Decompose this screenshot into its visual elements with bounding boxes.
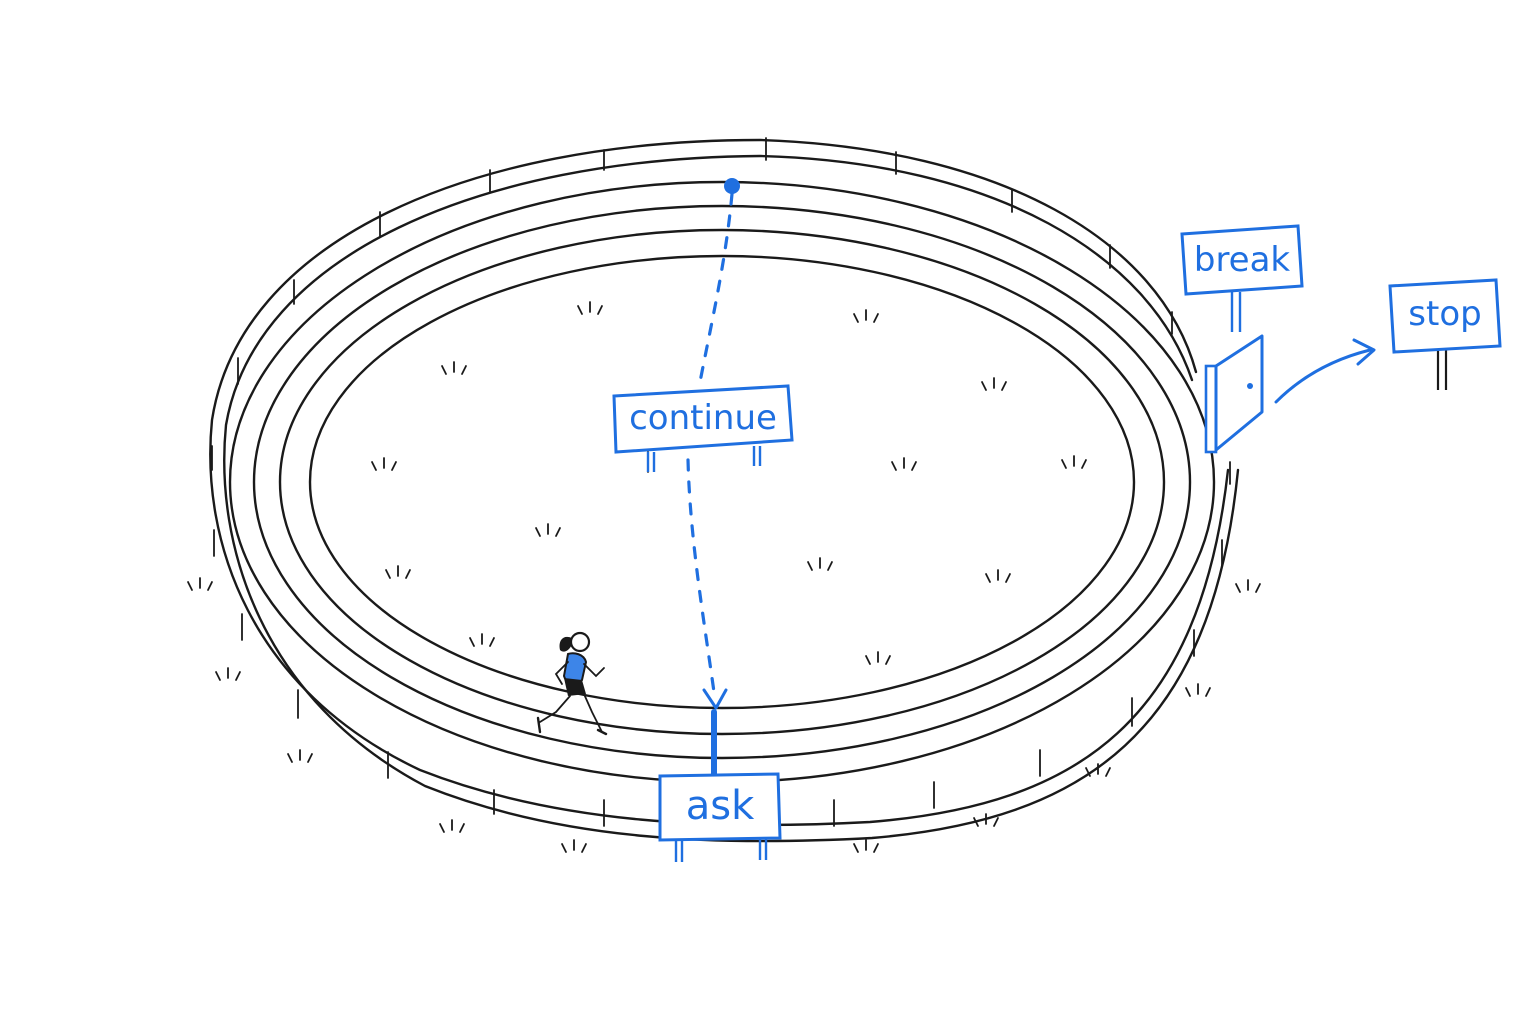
running-track bbox=[228, 180, 1216, 784]
track-lane-2 bbox=[252, 204, 1192, 760]
break-sign[interactable]: break bbox=[1180, 224, 1304, 332]
track-lane-1 bbox=[228, 180, 1216, 784]
continue-sign[interactable]: continue bbox=[612, 384, 794, 473]
fence-rail-top bbox=[209, 138, 1230, 827]
exit-arrow bbox=[1274, 338, 1376, 404]
fence-rail-bottom bbox=[223, 154, 1240, 843]
stop-sign[interactable]: stop bbox=[1388, 278, 1502, 390]
continue-dashed-path bbox=[686, 178, 740, 710]
fence-posts bbox=[211, 137, 1231, 827]
track-infield-edge bbox=[308, 254, 1136, 710]
stop-sign-label: stop bbox=[1408, 294, 1481, 334]
ask-sign[interactable]: ask bbox=[658, 772, 782, 862]
continue-sign-label: continue bbox=[629, 398, 777, 438]
grass-tuft-icon bbox=[187, 301, 1261, 853]
break-sign-label: break bbox=[1194, 240, 1291, 280]
runner-icon bbox=[536, 631, 608, 736]
fence bbox=[209, 137, 1240, 843]
door-icon[interactable] bbox=[1204, 334, 1264, 454]
track-lane-3 bbox=[278, 228, 1166, 736]
ask-sign-label: ask bbox=[686, 783, 755, 829]
loop-start-dot bbox=[724, 178, 740, 194]
